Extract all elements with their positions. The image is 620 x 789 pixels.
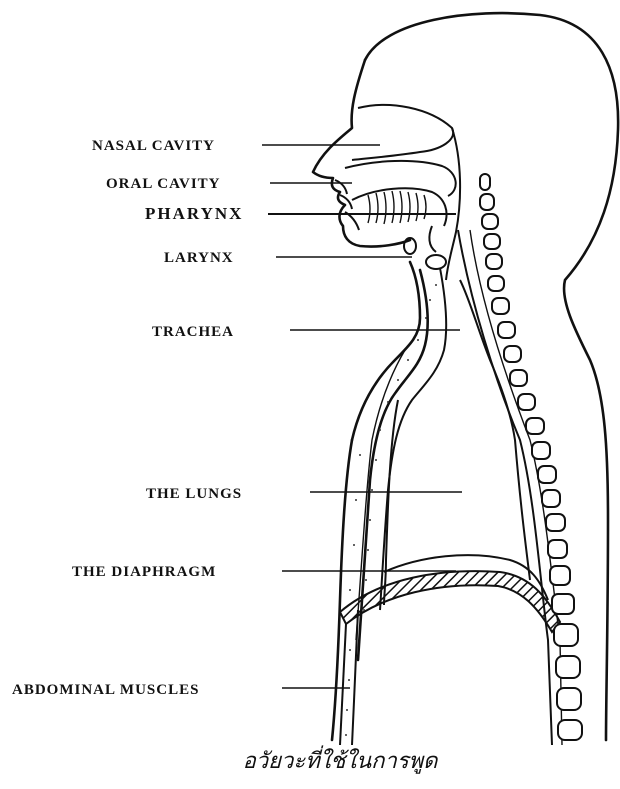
face-outline	[313, 60, 410, 247]
trachea-inner	[380, 268, 446, 610]
nasal-cavity-shape	[352, 105, 453, 160]
head-and-back-outline	[365, 13, 618, 740]
teeth-ridges	[368, 191, 426, 224]
abdominal-wall-outer	[352, 610, 358, 745]
label-diaphragm: THE DIAPHRAGM	[72, 564, 216, 580]
diaphragm-muscle	[340, 571, 560, 632]
palate	[345, 161, 456, 196]
abdominal-wall-inner	[340, 624, 346, 745]
label-pharynx: PHARYNX	[145, 204, 243, 223]
label-nasal-cavity: NASAL CAVITY	[92, 138, 215, 154]
pharynx-wall	[446, 128, 460, 280]
label-abdominal-muscles: ABDOMINAL MUSCLES	[12, 682, 199, 698]
label-trachea: TRACHEA	[152, 324, 234, 340]
label-oral-cavity: ORAL CAVITY	[106, 176, 221, 192]
label-larynx: LARYNX	[164, 250, 234, 266]
lips	[335, 180, 359, 230]
larynx-cartilage-2	[426, 255, 446, 269]
vertebrae	[480, 174, 582, 740]
epiglottis	[429, 226, 436, 252]
diagram-caption: อวัยวะที่ใช้ในการพูด	[243, 745, 440, 774]
lung-border	[460, 280, 530, 580]
tongue	[352, 188, 447, 226]
label-lungs: THE LUNGS	[146, 486, 242, 502]
neck-front-outline	[352, 262, 420, 440]
